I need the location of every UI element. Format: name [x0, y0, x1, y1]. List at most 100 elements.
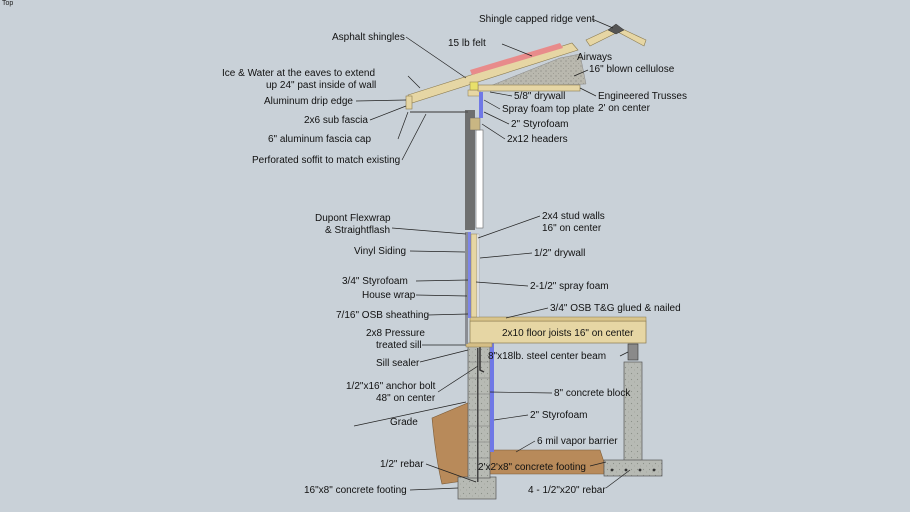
sub-fascia-callout: 2x6 sub fascia: [304, 105, 407, 126]
spray-top-plate-label: Spray foam top plate: [502, 104, 595, 115]
drip-edge-callout: Aluminum drip edge: [264, 96, 407, 107]
ice-water-label-2: up 24" past inside of wall: [266, 80, 376, 91]
concrete-block-callout: 8" concrete block: [489, 388, 631, 399]
soffit-label: Perforated soffit to match existing: [252, 155, 400, 166]
sill-callout: 2x8 Pressure treated sill: [366, 328, 466, 351]
steel-beam-callout: 8"x18lb. steel center beam: [488, 351, 629, 362]
drip-edge-label: Aluminum drip edge: [264, 96, 353, 107]
sill-plate: [465, 342, 493, 348]
spray-top-plate-callout: Spray foam top plate: [483, 99, 595, 115]
drywall-wall-label: 1/2" drywall: [534, 248, 585, 259]
rebar-half-callout: 1/2" rebar: [380, 459, 477, 483]
flexwrap-label-2: & Straightflash: [325, 225, 390, 236]
styrofoam-34-label: 3/4" Styrofoam: [342, 276, 408, 287]
styrofoam-header-label: 2" Styrofoam: [511, 119, 568, 130]
rebar-4-callout: 4 - 1/2"x20" rebar: [528, 469, 631, 496]
headers-callout: 2x12 headers: [481, 123, 568, 145]
truss-bearing: [469, 81, 479, 91]
drywall-ceiling-callout: 5/8" drywall: [489, 91, 565, 102]
house-wrap-label: House wrap: [362, 290, 416, 301]
ice-water-callout: Ice & Water at the eaves to extend up 24…: [222, 68, 421, 91]
sub-fascia-label: 2x6 sub fascia: [304, 115, 368, 126]
floor-joists-label: 2x10 floor joists 16" on center: [502, 328, 634, 339]
soffit-callout: Perforated soffit to match existing: [252, 113, 427, 166]
window-opening: [475, 129, 484, 229]
osb-subfloor: [469, 316, 647, 322]
sill-sealer-callout: Sill sealer: [376, 349, 469, 369]
wall-above-window: [465, 110, 475, 230]
asphalt-shingles-label: Asphalt shingles: [332, 32, 405, 43]
sill-sealer-label: Sill sealer: [376, 358, 420, 369]
osb-subfloor-callout: 3/4" OSB T&G glued & nailed: [505, 303, 681, 319]
footing-16x8-callout: 16"x8" concrete footing: [304, 485, 459, 496]
stud-walls-label-1: 2x4 stud walls: [542, 211, 605, 222]
trusses-label-1: Engineered Trusses: [598, 91, 687, 102]
sill-label-2: treated sill: [376, 340, 422, 351]
fascia-cap-label: 6" aluminum fascia cap: [268, 134, 371, 145]
footing-16x8-label: 16"x8" concrete footing: [304, 485, 407, 496]
fascia-cap-callout: 6" aluminum fascia cap: [268, 111, 409, 145]
vinyl-siding-label: Vinyl Siding: [354, 246, 406, 257]
headers-label: 2x12 headers: [507, 134, 568, 145]
anchor-bolt-callout: 1/2"x16" anchor bolt 48" on center: [346, 365, 479, 404]
osb-subfloor-label: 3/4" OSB T&G glued & nailed: [550, 303, 681, 314]
styrofoam-2-label: 2" Styrofoam: [530, 410, 587, 421]
vapor-barrier-label: 6 mil vapor barrier: [537, 436, 618, 447]
vinyl-siding-callout: Vinyl Siding: [354, 246, 466, 257]
interior-drywall: [476, 233, 480, 318]
roof-underlay: [470, 43, 563, 75]
spray-foam-label: 2-1/2" spray foam: [530, 281, 609, 292]
cellulose-label: 16" blown cellulose: [589, 64, 675, 75]
footing-2x2-label: 2'x2'x8" concrete footing: [478, 462, 586, 473]
footing-rebar: [610, 468, 656, 472]
stud-walls-callout: 2x4 stud walls 16" on center: [477, 211, 605, 239]
sub-fascia: [405, 95, 413, 110]
felt-callout: 15 lb felt: [448, 38, 533, 57]
steel-beam: [627, 343, 639, 361]
ridge-vent-callout: Shingle capped ridge vent: [479, 14, 614, 29]
ridge-vent-label: Shingle capped ridge vent: [479, 14, 595, 25]
wall-styrofoam: [468, 232, 471, 318]
cellulose-callout: 16" blown cellulose: [573, 64, 675, 77]
header: [469, 117, 481, 131]
drywall-ceiling-label: 5/8" drywall: [514, 91, 565, 102]
concrete-pier: [623, 361, 643, 463]
spray-foam-callout: 2-1/2" spray foam: [475, 281, 609, 292]
anchor-bolt-label-1: 1/2"x16" anchor bolt: [346, 381, 436, 392]
vapor-barrier-callout: 6 mil vapor barrier: [515, 436, 618, 453]
felt-label: 15 lb felt: [448, 38, 486, 49]
trusses-callout: Engineered Trusses 2' on center: [579, 87, 687, 114]
concrete-footing-2x2: [603, 459, 663, 477]
airways-label: Airways: [577, 52, 612, 63]
vertical-rebar: [477, 348, 479, 482]
drywall-wall-callout: 1/2" drywall: [479, 248, 585, 259]
rebar-half-label: 1/2" rebar: [380, 459, 424, 470]
osb-sheathing-label: 7/16" OSB sheathing: [336, 310, 429, 321]
styrofoam-header-callout: 2" Styrofoam: [483, 111, 568, 130]
rebar-4-label: 4 - 1/2"x20" rebar: [528, 485, 606, 496]
concrete-block-label: 8" concrete block: [554, 388, 631, 399]
flexwrap-label-1: Dupont Flexwrap: [315, 213, 391, 224]
ice-water-label-1: Ice & Water at the eaves to extend: [222, 68, 375, 79]
viewport-label: Top: [2, 0, 14, 7]
stud-walls-label-2: 16" on center: [542, 223, 602, 234]
styrofoam-2-callout: 2" Styrofoam: [493, 410, 587, 421]
block-joints: [468, 361, 490, 459]
house-wrap-callout: House wrap: [362, 290, 468, 301]
footing-2x2-callout: 2'x2'x8" concrete footing: [478, 461, 607, 473]
wall-stud-cavity: [470, 233, 478, 318]
header-styrofoam: [479, 92, 483, 118]
trusses-label-2: 2' on center: [598, 103, 651, 114]
styrofoam-34-callout: 3/4" Styrofoam: [342, 276, 469, 287]
vinyl-siding: [465, 232, 468, 344]
steel-beam-label: 8"x18lb. steel center beam: [488, 351, 606, 362]
grade-label: Grade: [390, 417, 418, 428]
sill-label-1: 2x8 Pressure: [366, 328, 425, 339]
grade-callout: Grade: [353, 401, 467, 428]
ridge-cap: [607, 23, 625, 35]
asphalt-shingles-callout: Asphalt shingles: [332, 32, 467, 79]
anchor-bolt-label-2: 48" on center: [376, 393, 436, 404]
osb-sheathing-callout: 7/16" OSB sheathing: [336, 310, 469, 321]
soil-fill: [431, 401, 471, 485]
